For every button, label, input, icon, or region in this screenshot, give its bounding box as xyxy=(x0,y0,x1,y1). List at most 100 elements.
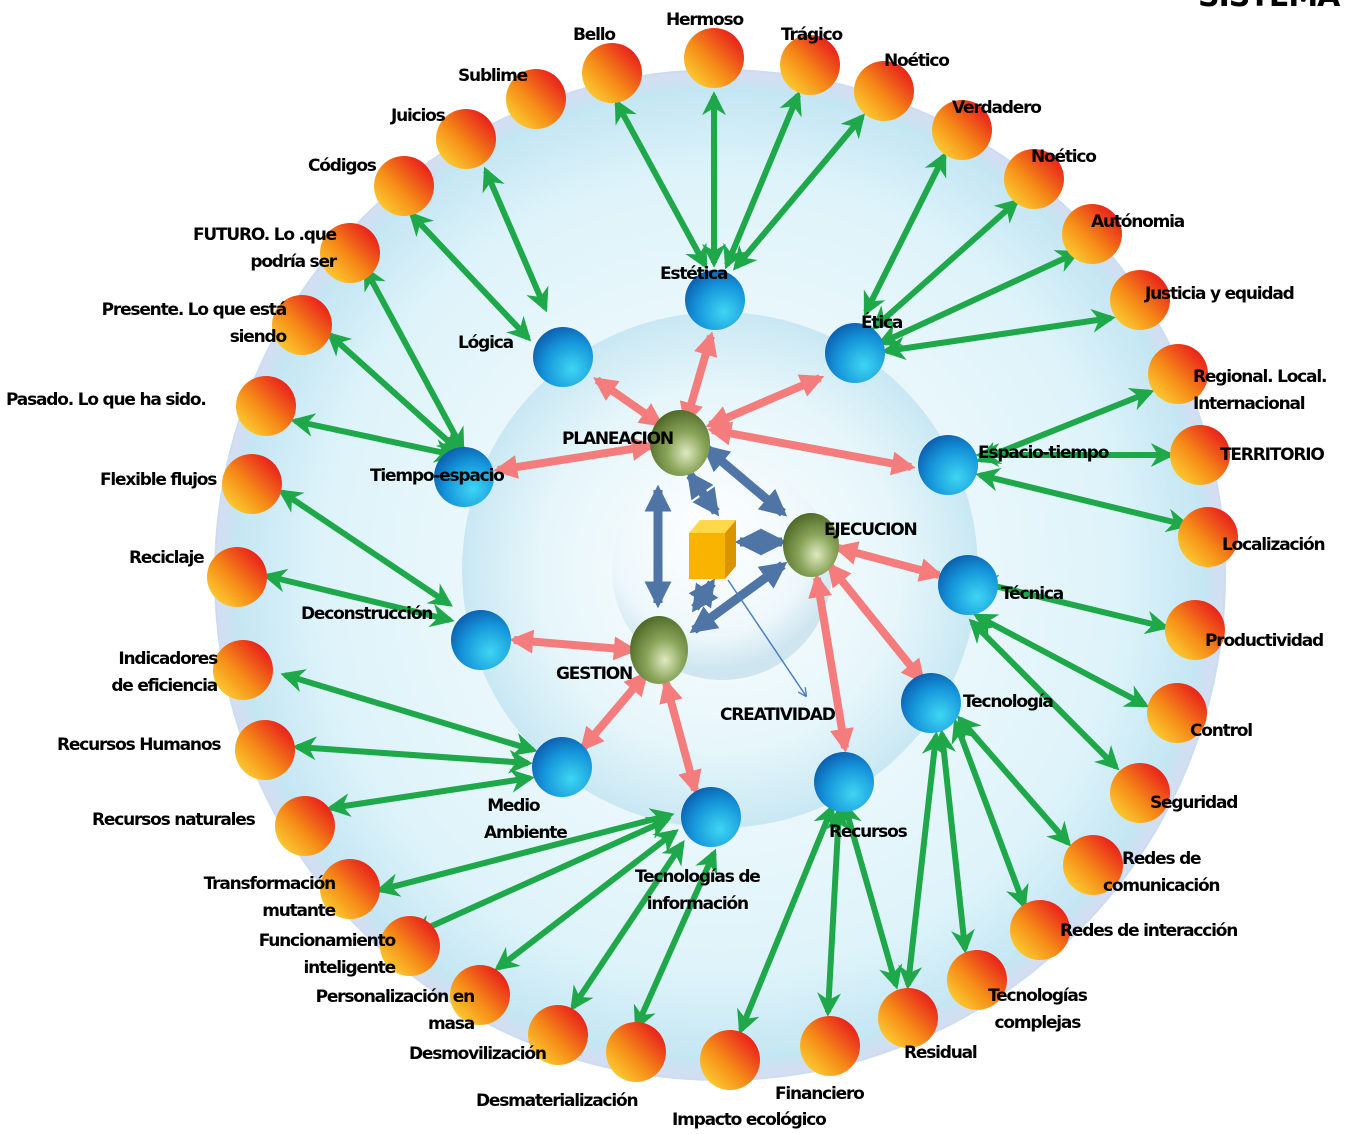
attribute-label-tecnologias-complejas: Tecnologías complejas xyxy=(988,986,1088,1033)
dimension-node-tecnologias-informacion xyxy=(681,787,741,847)
red-arrows xyxy=(493,331,944,795)
attribute-label-redes-comunicacion: Redes de comunicación xyxy=(1103,849,1221,896)
attribute-node-justicia xyxy=(1110,270,1170,330)
attribute-label-impacto: Impacto ecológico xyxy=(672,1110,827,1130)
attribute-label-pasado: Pasado. Lo que ha sido. xyxy=(6,390,207,410)
attribute-label-desmovilizacion: Desmovilización xyxy=(409,1044,547,1064)
green-arrows xyxy=(262,90,1191,1035)
dimension-node-deconstruccion xyxy=(451,610,511,670)
attribute-node-residual xyxy=(878,988,938,1048)
attribute-node-redes-interaccion xyxy=(1010,900,1070,960)
attribute-node-flexible xyxy=(222,454,282,514)
dimension-label-logica: Lógica xyxy=(458,333,514,353)
attribute-label-hermoso: Hermoso xyxy=(666,10,744,30)
attribute-node-redes-comunicacion xyxy=(1063,835,1123,895)
attribute-node-financiero xyxy=(800,1016,860,1076)
attribute-label-localizacion: Localización xyxy=(1222,535,1326,555)
attribute-node-transformacion xyxy=(320,859,380,919)
dimension-node-tecnologia xyxy=(901,673,961,733)
blue-arrows xyxy=(644,444,788,634)
attribute-node-funcionamiento xyxy=(380,916,440,976)
attribute-node-desmaterializacion xyxy=(606,1022,666,1082)
attribute-nodes xyxy=(207,28,1238,1090)
attribute-label-residual: Residual xyxy=(904,1043,978,1063)
attribute-label-presente: Presente. Lo que está siendo xyxy=(101,300,288,347)
attribute-label-noetico-2: Noético xyxy=(1031,147,1097,167)
attribute-label-noetico-1: Noético xyxy=(884,51,950,71)
attribute-node-autonomia xyxy=(1062,204,1122,264)
attribute-label-reciclaje: Reciclaje xyxy=(129,548,205,568)
attribute-node-tragico xyxy=(780,35,840,95)
attribute-node-recursos-naturales xyxy=(275,796,335,856)
dimension-node-recursos xyxy=(814,752,874,812)
attribute-label-recursos-humanos: Recursos Humanos xyxy=(57,735,221,755)
attribute-node-noetico-2 xyxy=(1004,149,1064,209)
attribute-label-redes-interaccion: Redes de interacción xyxy=(1060,921,1238,941)
dimension-label-medio-ambiente: Medio Ambiente xyxy=(484,796,568,843)
attribute-node-impacto xyxy=(700,1030,760,1090)
dimension-label-tecnologias-informacion: Tecnologías de información xyxy=(635,867,761,914)
attribute-label-funcionamiento: Funcionamiento inteligente xyxy=(258,931,397,978)
attribute-node-desmovilizacion xyxy=(528,1005,588,1065)
dimension-node-medio-ambiente xyxy=(532,737,592,797)
attribute-node-recursos-humanos xyxy=(235,720,295,780)
attribute-label-flexible: Flexible flujos xyxy=(100,470,217,490)
attribute-node-productividad xyxy=(1165,600,1225,660)
dimension-node-tiempo-espacio xyxy=(434,447,494,507)
dimension-label-estetica: Estética xyxy=(660,264,729,284)
attribute-node-personalizacion xyxy=(450,965,510,1025)
attribute-node-juicios xyxy=(436,109,496,169)
yellow-cube-icon xyxy=(689,520,736,579)
attribute-label-personalizacion: Personalización en masa xyxy=(315,987,476,1034)
dimension-label-tecnica: Técnica xyxy=(1001,584,1064,604)
attribute-node-pasado xyxy=(236,376,296,436)
phase-label-planeacion: PLANEACION xyxy=(562,429,674,449)
attribute-label-transformacion: Transformación mutante xyxy=(203,874,337,921)
dimension-node-logica xyxy=(533,327,593,387)
attribute-label-juicios: Juicios xyxy=(391,106,446,126)
dimension-node-etica xyxy=(825,323,885,383)
attribute-label-seguridad: Seguridad xyxy=(1150,793,1238,813)
attribute-label-codigos: Códigos xyxy=(308,156,377,176)
dimension-label-deconstruccion: Deconstrucción xyxy=(301,604,433,624)
attribute-node-control xyxy=(1147,683,1207,743)
creatividad-arrow xyxy=(727,579,806,696)
attribute-label-productividad: Productividad xyxy=(1205,631,1324,651)
attribute-node-reciclaje xyxy=(207,547,267,607)
attribute-node-verdadero xyxy=(932,100,992,160)
attribute-node-regional xyxy=(1148,344,1208,404)
attribute-label-desmaterializacion: Desmaterialización xyxy=(476,1091,639,1111)
attribute-label-verdadero: Verdadero xyxy=(952,98,1042,118)
attribute-label-sublime: Sublime xyxy=(458,66,528,86)
attribute-node-hermoso xyxy=(684,28,744,88)
dimension-node-espacio-tiempo xyxy=(918,435,978,495)
phase-node-gestion xyxy=(630,616,688,684)
phase-label-creatividad: CREATIVIDAD xyxy=(720,705,836,725)
attribute-node-territorio xyxy=(1170,425,1230,485)
phase-node-planeacion xyxy=(650,410,710,476)
dimension-nodes xyxy=(434,270,998,847)
attribute-node-codigos xyxy=(374,156,434,216)
dimension-label-etica: Ética xyxy=(861,313,903,333)
dimension-label-recursos: Recursos xyxy=(829,822,908,842)
dimension-node-tecnica xyxy=(938,555,998,615)
attribute-node-presente xyxy=(272,295,332,355)
attribute-label-territorio: TERRITORIO xyxy=(1220,445,1325,465)
dimension-label-tiempo-espacio: Tiempo-espacio xyxy=(370,466,505,486)
attribute-label-regional: Regional. Local. Internacional xyxy=(1193,367,1327,414)
attribute-label-tragico: Trágico xyxy=(781,25,843,45)
dimension-node-estetica xyxy=(685,270,745,330)
title-line-2: SISTEMA xyxy=(1198,0,1340,14)
attribute-label-financiero: Financiero xyxy=(775,1084,865,1104)
phase-node-ejecucion xyxy=(783,513,839,577)
attribute-node-indicadores xyxy=(213,640,273,700)
attribute-label-bello: Bello xyxy=(573,25,616,45)
attribute-node-bello xyxy=(582,43,642,103)
attribute-label-indicadores: Indicadores de eficiencia xyxy=(111,649,218,696)
dimension-label-espacio-tiempo: Espacio-tiempo xyxy=(978,443,1109,463)
dimension-label-tecnologia: Tecnología xyxy=(963,692,1054,712)
attribute-node-localizacion xyxy=(1178,507,1238,567)
attribute-node-sublime xyxy=(506,69,566,129)
phase-label-gestion: GESTION xyxy=(556,664,633,684)
